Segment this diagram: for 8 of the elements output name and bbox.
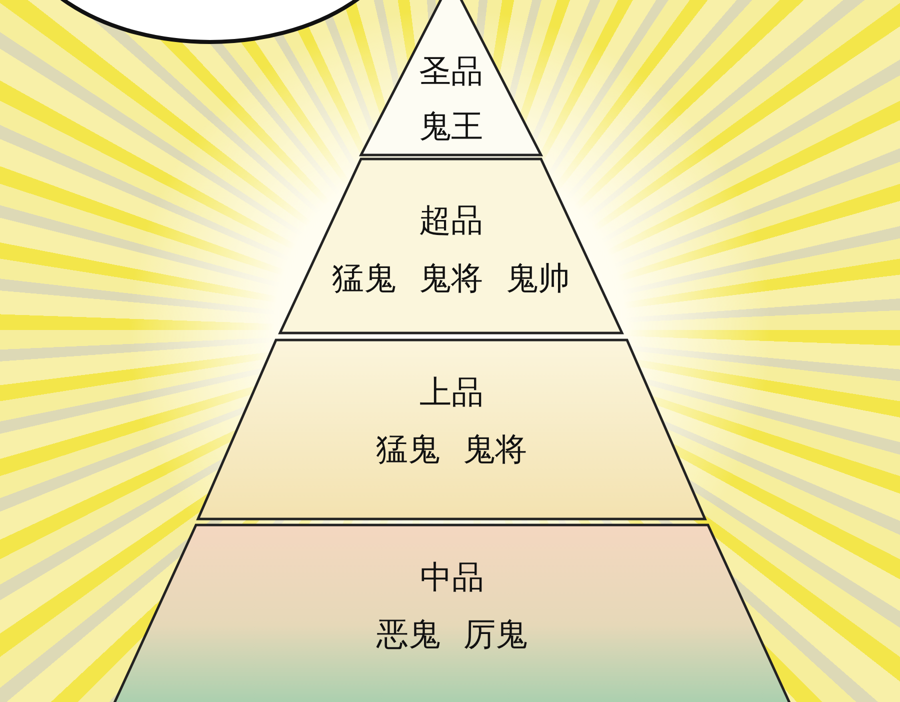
tier-grade: 超品 — [419, 200, 483, 241]
tier-grade: 上品 — [420, 372, 484, 413]
tier-members: 鬼王 — [419, 106, 483, 147]
tier-grade: 中品 — [420, 557, 484, 598]
tier-members: 猛鬼 鬼将 鬼帅 — [332, 258, 570, 299]
tier-members: 猛鬼 鬼将 — [376, 429, 527, 470]
tier-grade: 圣品 — [419, 51, 483, 92]
tier-members: 恶鬼 厉鬼 — [376, 614, 528, 655]
